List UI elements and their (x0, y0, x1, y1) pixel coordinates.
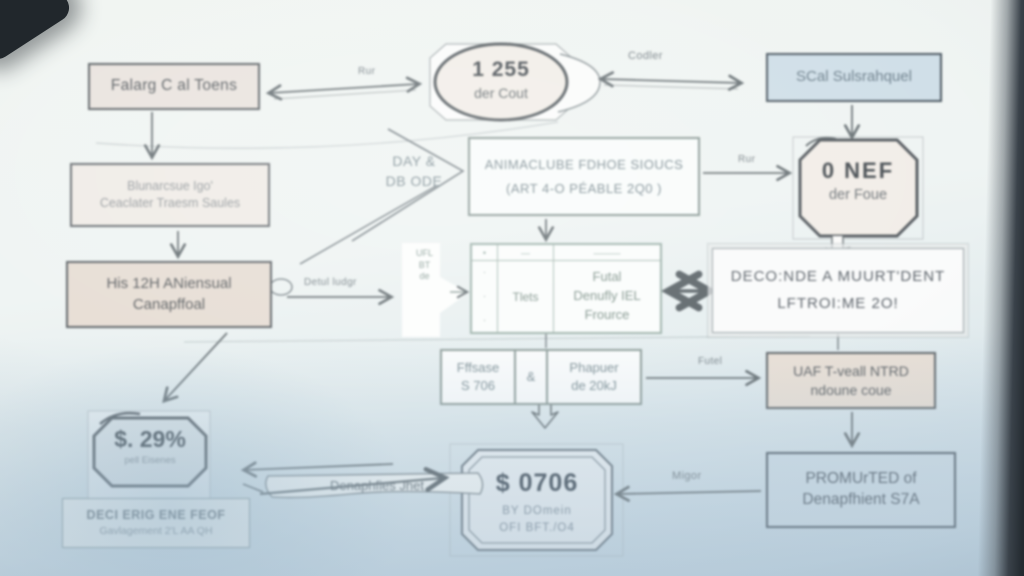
label-detul: Detul ludgr (304, 277, 357, 288)
decode-chevron (351, 128, 465, 242)
count-oval-text: 1 255 der Cout (435, 56, 567, 103)
seal-sub: pell Eisenes (124, 455, 176, 467)
seal-octagon-shape (92, 416, 208, 488)
nef-octagon-shape (798, 138, 919, 238)
phapuer-box: Phapuer de 20kJ (546, 349, 642, 405)
his12h-box: His 12H ANiensual Canapffoal (66, 261, 272, 328)
animaclube-line1: ANIMACLUBE FDHOE SIOUCS (484, 157, 684, 173)
nef-octagon-text: 0 NEF der Foue (798, 156, 918, 205)
promuted-box: PROMUrTED of Denapfhient S7A (766, 452, 956, 528)
uaf-line2: ndoune coue (810, 381, 892, 398)
falarg-box: Falarg C al Toens (88, 63, 260, 110)
seal-value: $. 29% (114, 426, 186, 452)
animaclube-line2: (ART 4-O PÉABLE 2Q0 ) (506, 180, 662, 196)
arrow-oval-scal-echo (603, 84, 739, 90)
uaf-box: UAF T-veall NTRD ndoune coue (766, 352, 936, 409)
phapuer-line1: Phapuer (569, 360, 619, 376)
deconde-line2: LFTROI:ME 2O! (777, 294, 899, 312)
label-rur-mid: Rur (738, 154, 756, 165)
density-table: • — ——— · · · Tlets Futal Denufly IEL Fr… (470, 243, 662, 334)
day-line2: DB ODE (385, 172, 443, 189)
arrow-his12h-seal (162, 332, 228, 404)
nef-sub: der Foue (828, 186, 888, 203)
count-value: 1 255 (472, 58, 530, 81)
phapuer-line2: de 20kJ (571, 378, 617, 393)
ampersand-cell: & (516, 349, 546, 405)
table-header-mark2: — (498, 245, 554, 261)
badge-line2: BY DOmein (502, 504, 572, 517)
arrow-falarg-oval (265, 76, 423, 101)
his12h-line1: His 12H ANiensual (106, 275, 232, 293)
decorative-baseline (183, 335, 811, 343)
arrow-ribbon-badge (259, 467, 450, 496)
deci-line2: Gavlagement 2'L AA QH (99, 525, 213, 538)
blunarcsue-line2: Ceaclater Traesm Saules (99, 196, 241, 210)
nef-value: 0 NEF (821, 158, 895, 183)
badge-line3: OFI BFT./O4 (499, 521, 575, 534)
arrow-to-seal (240, 461, 394, 478)
blunarcsue-box: Blunarcsue Igo' Ceaclater Traesm Saules (70, 163, 270, 227)
falarg-label: Falarg C al Toens (110, 77, 238, 95)
ufl-line1: UFL (415, 248, 433, 258)
promuted-line2: Denapfhient S7A (802, 491, 920, 508)
arrow-ribbon-feather (242, 483, 264, 493)
label-futel: Futel (698, 356, 723, 367)
deconde-line1: DECO:NDE A MUURT'DENT (730, 268, 946, 286)
scal-label: SCal Sulsrahquel (796, 68, 912, 86)
count-sub: der Cout (474, 85, 528, 102)
day-line1: DAY & (392, 153, 436, 169)
deconde-box: DECO:NDE A MUURT'DENT LFTROI:ME 2O! (712, 248, 964, 333)
hollow-arrow-phapuer-badge (531, 401, 559, 429)
day-decode-label: DAY & DB ODE (375, 152, 453, 191)
his12h-up-diagonal (299, 185, 437, 265)
fffsase-line1: Fffsase (456, 360, 500, 376)
arrow-falarg-oval-echo (273, 89, 417, 100)
label-migor: Migor (672, 470, 702, 482)
label-rur-top: Rur (358, 66, 376, 77)
price-badge-text: $ 0706 BY DOmein OFI BFT./O4 (462, 465, 612, 537)
scal-box: SCal Sulsrahquel (766, 53, 942, 102)
ribbon-text: Denaphfies Jhet (330, 478, 424, 493)
promuted-line1: PROMUrTED of (805, 470, 917, 488)
table-header-mark1: • (472, 245, 498, 261)
deci-box: DECI ERIG ENE FEOF Gavlagement 2'L AA QH (62, 498, 250, 548)
ufl-callout-text: UFL BT de (402, 248, 442, 283)
seal-corner-curl (99, 411, 141, 425)
ufl-callout-shape (402, 243, 468, 337)
ampersand-glyph: & (526, 369, 536, 385)
his12h-loop (269, 278, 293, 296)
deci-line1: DECI ERIG ENE FEOF (86, 508, 226, 523)
arrow-oval-scal (597, 71, 745, 91)
badge-value: $ 0706 (495, 469, 579, 497)
arrow-promuted-badge (613, 485, 762, 502)
his12h-line2: Canapffoal (132, 295, 206, 313)
label-codler: Codler (628, 50, 663, 62)
animaclube-box: ANIMACLUBE FDHOE SIOUCS (ART 4-O PÉABLE … (468, 137, 700, 216)
count-oval-shape (433, 42, 569, 122)
fffsase-line2: S 706 (461, 378, 495, 393)
ribbon-label: Denaphfies Jhet (282, 477, 472, 495)
ufl-line2: BT (418, 259, 431, 270)
table-header-mark3: ——— (554, 245, 660, 261)
seal-stamp-text: $. 29% pell Eisenes (96, 424, 204, 468)
table-col-tlets: Tlets (498, 261, 554, 332)
fffsase-box: Fffsase S 706 (440, 349, 516, 405)
ufl-line3: de (419, 271, 430, 282)
blunarcsue-line1: Blunarcsue Igo' (127, 179, 213, 194)
uaf-line1: UAF T-veall NTRD (793, 362, 909, 379)
table-row-marks: · · · (472, 261, 498, 332)
table-col-main: Futal Denufly IEL Frource (573, 269, 641, 322)
